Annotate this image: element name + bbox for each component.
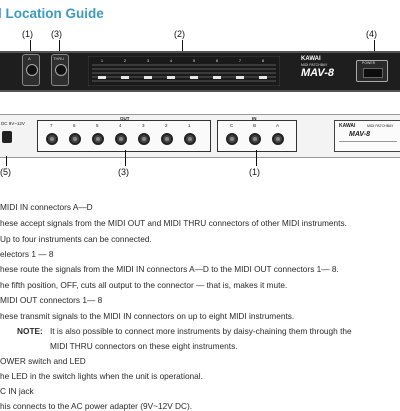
selector-number: 7 [239, 58, 242, 63]
selector-number: 5 [193, 58, 196, 63]
desc-midi-in-text-2: Up to four instruments can be connected. [0, 234, 152, 244]
power-label: POWER [362, 61, 376, 65]
selector-number: 1 [101, 58, 104, 63]
midi-out-jack [92, 133, 104, 145]
selector-number: 4 [170, 58, 173, 63]
rating-plate: KAWAI MIDI PATCHBAY MAV-8 [334, 120, 400, 152]
midi-out-jack [46, 133, 58, 145]
selector-number: 2 [124, 58, 127, 63]
midi-in-letter: C [230, 123, 234, 128]
leader-rear-1 [256, 150, 257, 166]
power-switch[interactable] [356, 60, 388, 82]
midi-out-number: 4 [119, 123, 122, 128]
desc-power-text: he LED in the switch lights when the uni… [0, 371, 203, 381]
plate-brand: KAWAI [339, 123, 356, 129]
midi-thru-connector [51, 54, 69, 86]
dc-in-jack [2, 131, 12, 143]
desc-power-heading: OWER switch and LED [0, 356, 86, 366]
dc-label: DC 9V~12V [1, 121, 25, 126]
desc-selectors-heading: electors 1 — 8 [0, 249, 54, 259]
desc-midi-in-text-1: hese accept signals from the MIDI OUT an… [0, 218, 347, 228]
callout-front-2: (2) [174, 29, 185, 39]
midi-out-number: 1 [188, 123, 191, 128]
leader-front-3 [59, 40, 60, 52]
out-label: OUT [120, 116, 130, 121]
desc-selectors-text-1: hese route the signals from the MIDI IN … [0, 264, 339, 274]
page-title: l Location Guide [0, 6, 104, 21]
midi-in-jack [249, 133, 261, 145]
desc-dc-heading: C IN jack [0, 386, 34, 396]
midi-out-jack [184, 133, 196, 145]
midi-out-jack [161, 133, 173, 145]
connector-thru-label: THRU [53, 56, 65, 61]
midi-out-number: 7 [50, 123, 53, 128]
midi-out-number: 6 [73, 123, 76, 128]
midi-in-letter: B [253, 123, 257, 128]
callout-rear-5: (5) [0, 167, 11, 177]
selector-knob[interactable] [213, 76, 221, 79]
selector-number: 6 [216, 58, 219, 63]
desc-midi-out-text: hese transmit signals to the MIDI IN con… [0, 311, 295, 321]
callout-front-4: (4) [366, 29, 377, 39]
leader-front-4 [374, 40, 375, 52]
midi-out-number: 3 [142, 123, 145, 128]
leader-rear-5 [6, 156, 7, 166]
selector-number: 3 [147, 58, 150, 63]
selector-knob[interactable] [121, 76, 129, 79]
midi-in-jack [226, 133, 238, 145]
note-text-1: It is also possible to connect more inst… [50, 326, 352, 336]
selector-knob[interactable] [167, 76, 175, 79]
midi-out-number: 2 [165, 123, 168, 128]
selector-number: 8 [262, 58, 265, 63]
selector-knob[interactable] [144, 76, 152, 79]
leader-front-2 [182, 40, 183, 52]
plate-model: MAV-8 [349, 131, 370, 138]
note-text-2: MIDI THRU connectors on these eight inst… [50, 341, 238, 351]
desc-midi-out-heading: MIDI OUT connectors 1— 8 [0, 295, 103, 305]
in-label: IN [252, 116, 257, 121]
callout-front-1: (1) [22, 29, 33, 39]
midi-out-jack [115, 133, 127, 145]
midi-out-jack [69, 133, 81, 145]
midi-in-connector-a [22, 54, 40, 86]
midi-in-jack [272, 133, 284, 145]
model-name: MAV-8 [301, 67, 334, 79]
callout-front-3: (3) [51, 29, 62, 39]
leader-front-1 [30, 40, 31, 52]
callout-rear-3: (3) [118, 167, 129, 177]
selector-matrix: 1 2 3 4 5 6 7 8 [88, 56, 280, 86]
midi-out-number: 5 [96, 123, 99, 128]
plate-rule [339, 141, 397, 148]
desc-dc-text: his connects to the AC power adapter (9V… [0, 401, 193, 411]
leader-rear-3 [125, 150, 126, 166]
callout-rear-1: (1) [249, 167, 260, 177]
midi-in-letter: A [276, 123, 280, 128]
plate-subtitle: MIDI PATCHBAY [367, 124, 394, 128]
selector-knob[interactable] [236, 76, 244, 79]
desc-selectors-text-2: he fifth position, OFF, cuts all output … [0, 280, 288, 290]
desc-midi-in-heading: MIDI IN connectors A—D [0, 202, 93, 212]
brand-logo: KAWAI [301, 56, 321, 62]
note-label: NOTE: [17, 326, 43, 336]
selector-knob[interactable] [259, 76, 267, 79]
connector-a-label: A [28, 56, 31, 61]
midi-out-jack [138, 133, 150, 145]
brand-subtitle: MIDI PATCHBAY [301, 63, 328, 67]
selector-knob[interactable] [190, 76, 198, 79]
selector-knob[interactable] [98, 76, 106, 79]
